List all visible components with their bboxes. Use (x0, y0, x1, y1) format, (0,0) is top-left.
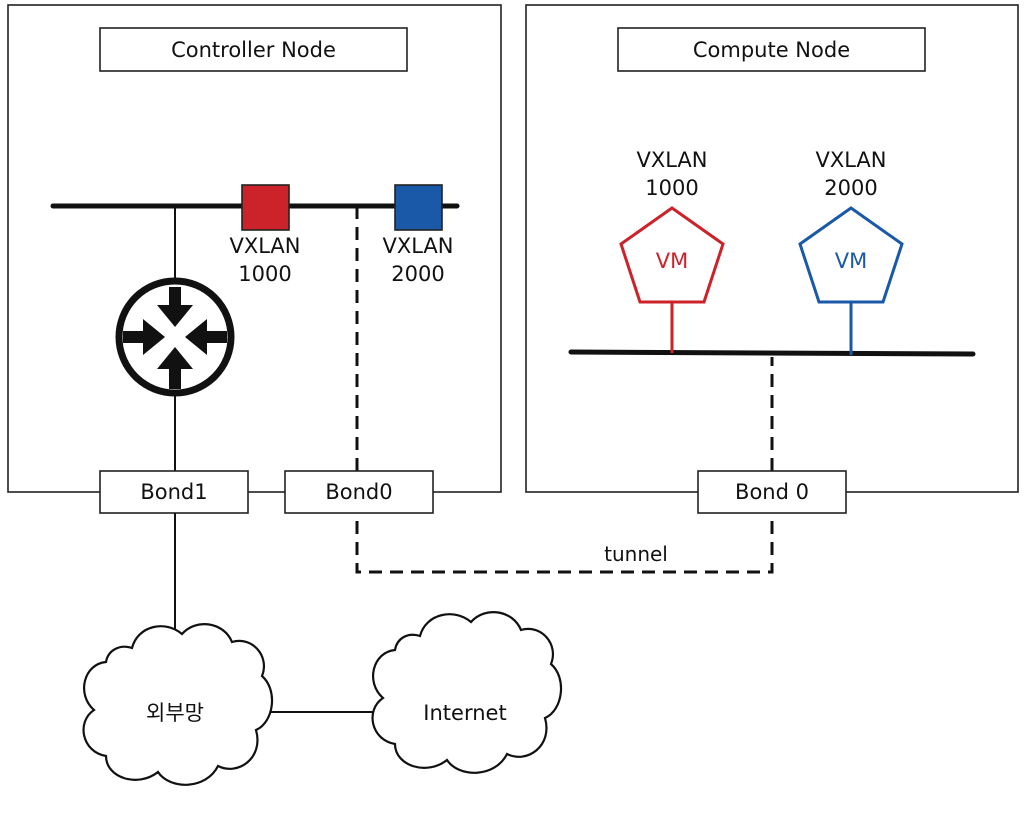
vm-1000-label: VM (656, 249, 688, 273)
internet-cloud-icon (371, 611, 563, 774)
tunnel-label: tunnel (604, 542, 668, 566)
compute-node-box (525, 4, 1019, 493)
bond1-box (99, 470, 249, 514)
vm-1000-vxlan-label-1: VXLAN (636, 148, 707, 172)
controller-node-box (7, 4, 502, 493)
vm-1000-vxlan-label-2: 1000 (645, 176, 698, 200)
internet-label: Internet (423, 701, 506, 725)
compute-title-box (617, 27, 926, 72)
external-network-cloud-icon (82, 623, 274, 786)
router-icon (115, 277, 235, 397)
bond1-label: Bond1 (140, 480, 207, 504)
vm-2000-label: VM (835, 249, 867, 273)
tunnel-path (355, 206, 774, 574)
vxlan-2000-port (394, 184, 443, 231)
vm-2000-vxlan-label-2: 2000 (824, 176, 877, 200)
vm-2000-pentagon-icon (798, 206, 904, 304)
compute-bridge-line (568, 349, 976, 357)
controller-bond0-box (284, 470, 434, 514)
vxlan-2000-port-label-2: 2000 (391, 262, 444, 286)
vxlan-1000-port-label-1: VXLAN (229, 234, 300, 258)
vxlan-2000-port-label-1: VXLAN (382, 234, 453, 258)
compute-bond0-box (697, 470, 847, 514)
external-network-label: 외부망 (146, 701, 204, 725)
compute-title: Compute Node (693, 38, 850, 62)
vm-1000-pentagon-icon (619, 206, 725, 304)
vxlan-1000-port (241, 184, 290, 231)
compute-bond0-label: Bond 0 (735, 480, 809, 504)
vxlan-1000-port-label-2: 1000 (238, 262, 291, 286)
controller-title-box (99, 27, 408, 72)
controller-bond0-label: Bond0 (325, 480, 392, 504)
controller-title: Controller Node (171, 38, 336, 62)
vm-2000-vxlan-label-1: VXLAN (815, 148, 886, 172)
